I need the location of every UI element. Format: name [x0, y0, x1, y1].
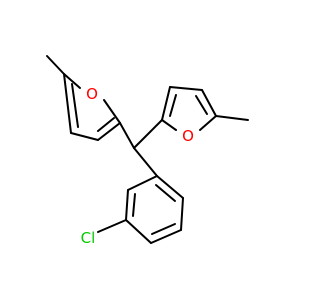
atom-labels: O O Cl	[81, 85, 194, 247]
bond-ph-c6-c1	[156, 175, 184, 199]
atom-cl: Cl	[81, 229, 96, 247]
molecule-structure: O O Cl	[0, 0, 300, 300]
bond-ph-c5-c6	[180, 197, 184, 231]
bond-methyl-left	[46, 55, 65, 75]
bond-right-c5-c4	[201, 89, 217, 117]
bond-left-o-c2	[103, 99, 121, 124]
bond-ph-c6-c1-double	[155, 184, 176, 202]
bond-right-c4-c3	[169, 86, 203, 91]
bond-ph-c2-c3	[125, 189, 129, 221]
background	[0, 0, 300, 300]
bond-left-c4-c5	[63, 73, 72, 134]
bond-right-c3-c2	[161, 86, 171, 121]
bond-left-c5-o	[63, 73, 81, 89]
bond-right-o-c5	[199, 115, 217, 131]
bond-ph-c3-c4	[125, 219, 152, 244]
bond-ph-c2-c3-double	[132, 193, 136, 217]
bonds	[46, 55, 249, 244]
bond-left-c2-c3	[97, 122, 121, 141]
atom-o-left: O	[86, 85, 98, 103]
bond-right-c5-c4-double	[195, 95, 208, 115]
atom-o-right: O	[182, 127, 194, 145]
bond-center-phenyl	[133, 147, 158, 177]
bond-ph-c4-c5-double	[151, 223, 176, 235]
bond-ph-c1-c2	[127, 175, 158, 191]
bond-methyl-right	[215, 115, 249, 121]
bond-right-c3-c2-double	[169, 94, 177, 117]
bond-left-c2-c3-double	[97, 117, 115, 132]
bond-ph-c4-c5	[150, 229, 182, 244]
bond-ph-cl	[97, 219, 127, 233]
bond-left-c4-c5-double	[71, 83, 79, 128]
bond-left-c2-center	[119, 122, 135, 149]
bond-right-c2-o	[161, 119, 177, 131]
bond-center-right-c2	[133, 119, 163, 149]
bond-left-c3-c4	[70, 132, 99, 141]
